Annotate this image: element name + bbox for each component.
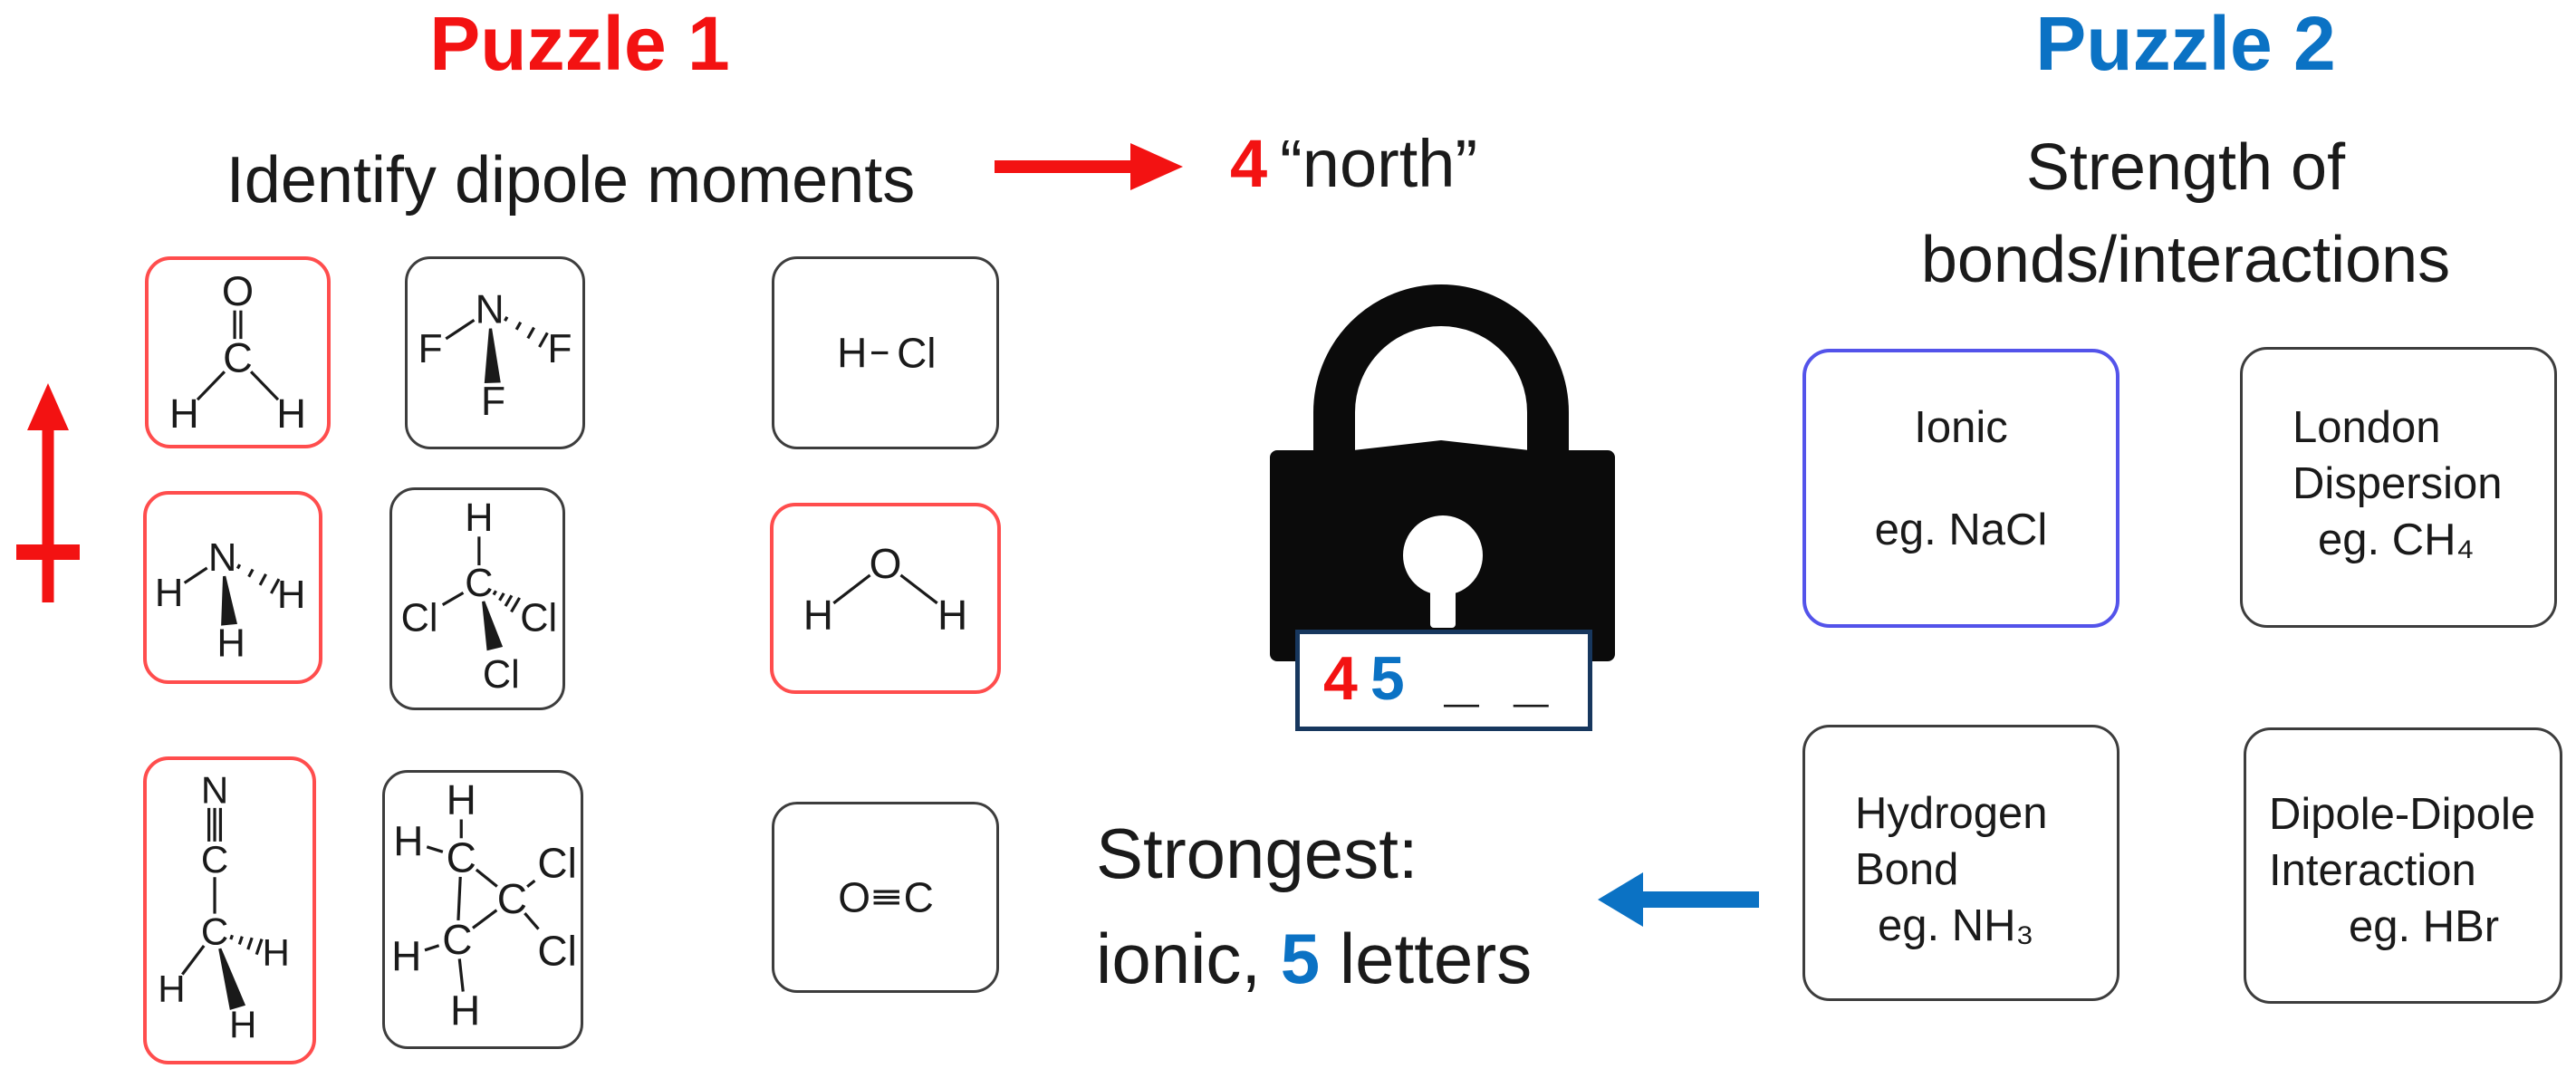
card-example: eg. NaCl bbox=[1874, 505, 2048, 554]
svg-text:Cl: Cl bbox=[897, 330, 936, 377]
svg-text:N: N bbox=[208, 535, 237, 580]
svg-text:H: H bbox=[447, 776, 476, 823]
svg-text:H: H bbox=[229, 1004, 256, 1046]
svg-text:H: H bbox=[169, 390, 199, 437]
svg-text:O: O bbox=[838, 874, 870, 921]
card-ionic: Ionic eg. NaCl bbox=[1802, 349, 2119, 628]
svg-text:H: H bbox=[465, 496, 493, 540]
card-dipole-dipole: Dipole-Dipole Interaction eg. HBr bbox=[2244, 727, 2562, 1004]
blue-arrow-left-icon bbox=[1598, 872, 1759, 927]
card-title: Ionic bbox=[1914, 403, 2008, 452]
svg-text:H: H bbox=[937, 592, 967, 639]
svg-text:F: F bbox=[418, 327, 443, 371]
card-title: Interaction bbox=[2269, 846, 2476, 895]
card-title: Hydrogen bbox=[1855, 789, 2048, 838]
svg-text:C: C bbox=[201, 910, 228, 953]
svg-text:O: O bbox=[870, 540, 902, 587]
svg-text:Cl: Cl bbox=[520, 597, 557, 640]
svg-text:F: F bbox=[481, 380, 505, 424]
svg-text:H: H bbox=[391, 932, 421, 979]
svg-text:H: H bbox=[837, 330, 867, 377]
svg-text:H: H bbox=[276, 390, 306, 437]
red-arrow-right-icon bbox=[995, 143, 1183, 190]
card-example: eg. NH₃ bbox=[1878, 901, 2034, 950]
card-title: Bond bbox=[1855, 845, 1959, 894]
svg-text:H: H bbox=[393, 818, 423, 865]
svg-text:F: F bbox=[547, 327, 572, 371]
svg-text:C: C bbox=[447, 834, 476, 881]
strongest-note: Strongest: ionic, 5 letters bbox=[1096, 801, 1532, 1011]
svg-text:C: C bbox=[465, 562, 493, 605]
puzzle1-title: Puzzle 1 bbox=[429, 1, 730, 86]
puzzle2-subtitle: Strength of bonds/interactions bbox=[1920, 131, 2451, 296]
svg-text:H: H bbox=[216, 621, 245, 666]
padlock-icon bbox=[1270, 284, 1615, 661]
svg-text:N: N bbox=[201, 769, 228, 812]
svg-text:C: C bbox=[201, 838, 228, 881]
svg-text:H: H bbox=[277, 573, 306, 617]
svg-text:H: H bbox=[158, 968, 185, 1010]
molecule-card-hydrogen-chloride: H Cl bbox=[772, 256, 999, 449]
card-title: London bbox=[2292, 403, 2441, 452]
card-example: eg. CH₄ bbox=[2318, 515, 2475, 564]
svg-text:O: O bbox=[222, 268, 254, 314]
svg-text:C: C bbox=[442, 916, 472, 963]
card-london-dispersion: London Dispersion eg. CH₄ bbox=[2240, 347, 2557, 628]
dipole-moment-arrow-icon bbox=[16, 383, 80, 602]
combo-digit-1: 4 bbox=[1323, 644, 1358, 713]
combo-blanks: _ _ bbox=[1444, 644, 1558, 713]
card-hydrogen-bond: Hydrogen Bond eg. NH₃ bbox=[1802, 725, 2119, 1001]
card-example: eg. HBr bbox=[2349, 902, 2500, 951]
svg-text:C: C bbox=[904, 874, 934, 921]
puzzle1-clue: 4“north” bbox=[1230, 125, 1477, 202]
card-title: Dipole-Dipole bbox=[2269, 790, 2536, 839]
svg-text:Cl: Cl bbox=[537, 927, 576, 974]
strongest-line2: ionic, 5 letters bbox=[1096, 919, 1533, 998]
strongest-number: 5 bbox=[1280, 919, 1321, 998]
svg-text:H: H bbox=[263, 931, 290, 974]
puzzle2-title: Puzzle 2 bbox=[2035, 1, 2336, 86]
svg-text:C: C bbox=[223, 335, 253, 381]
svg-text:Cl: Cl bbox=[401, 597, 438, 640]
svg-text:N: N bbox=[476, 287, 505, 332]
svg-text:Cl: Cl bbox=[483, 653, 520, 697]
strongest-line1: Strongest: bbox=[1096, 814, 1418, 893]
svg-text:Cl: Cl bbox=[537, 840, 576, 887]
svg-text:H: H bbox=[803, 592, 833, 639]
clue-number: 4 bbox=[1230, 126, 1268, 201]
puzzle1-subtitle: Identify dipole moments bbox=[226, 144, 916, 217]
svg-text:C: C bbox=[497, 875, 527, 922]
svg-text:H: H bbox=[155, 571, 184, 615]
clue-word: “north” bbox=[1280, 126, 1478, 201]
card-title: Dispersion bbox=[2292, 459, 2503, 508]
svg-text:H: H bbox=[450, 987, 480, 1035]
combo-digit-2: 5 bbox=[1370, 644, 1405, 713]
